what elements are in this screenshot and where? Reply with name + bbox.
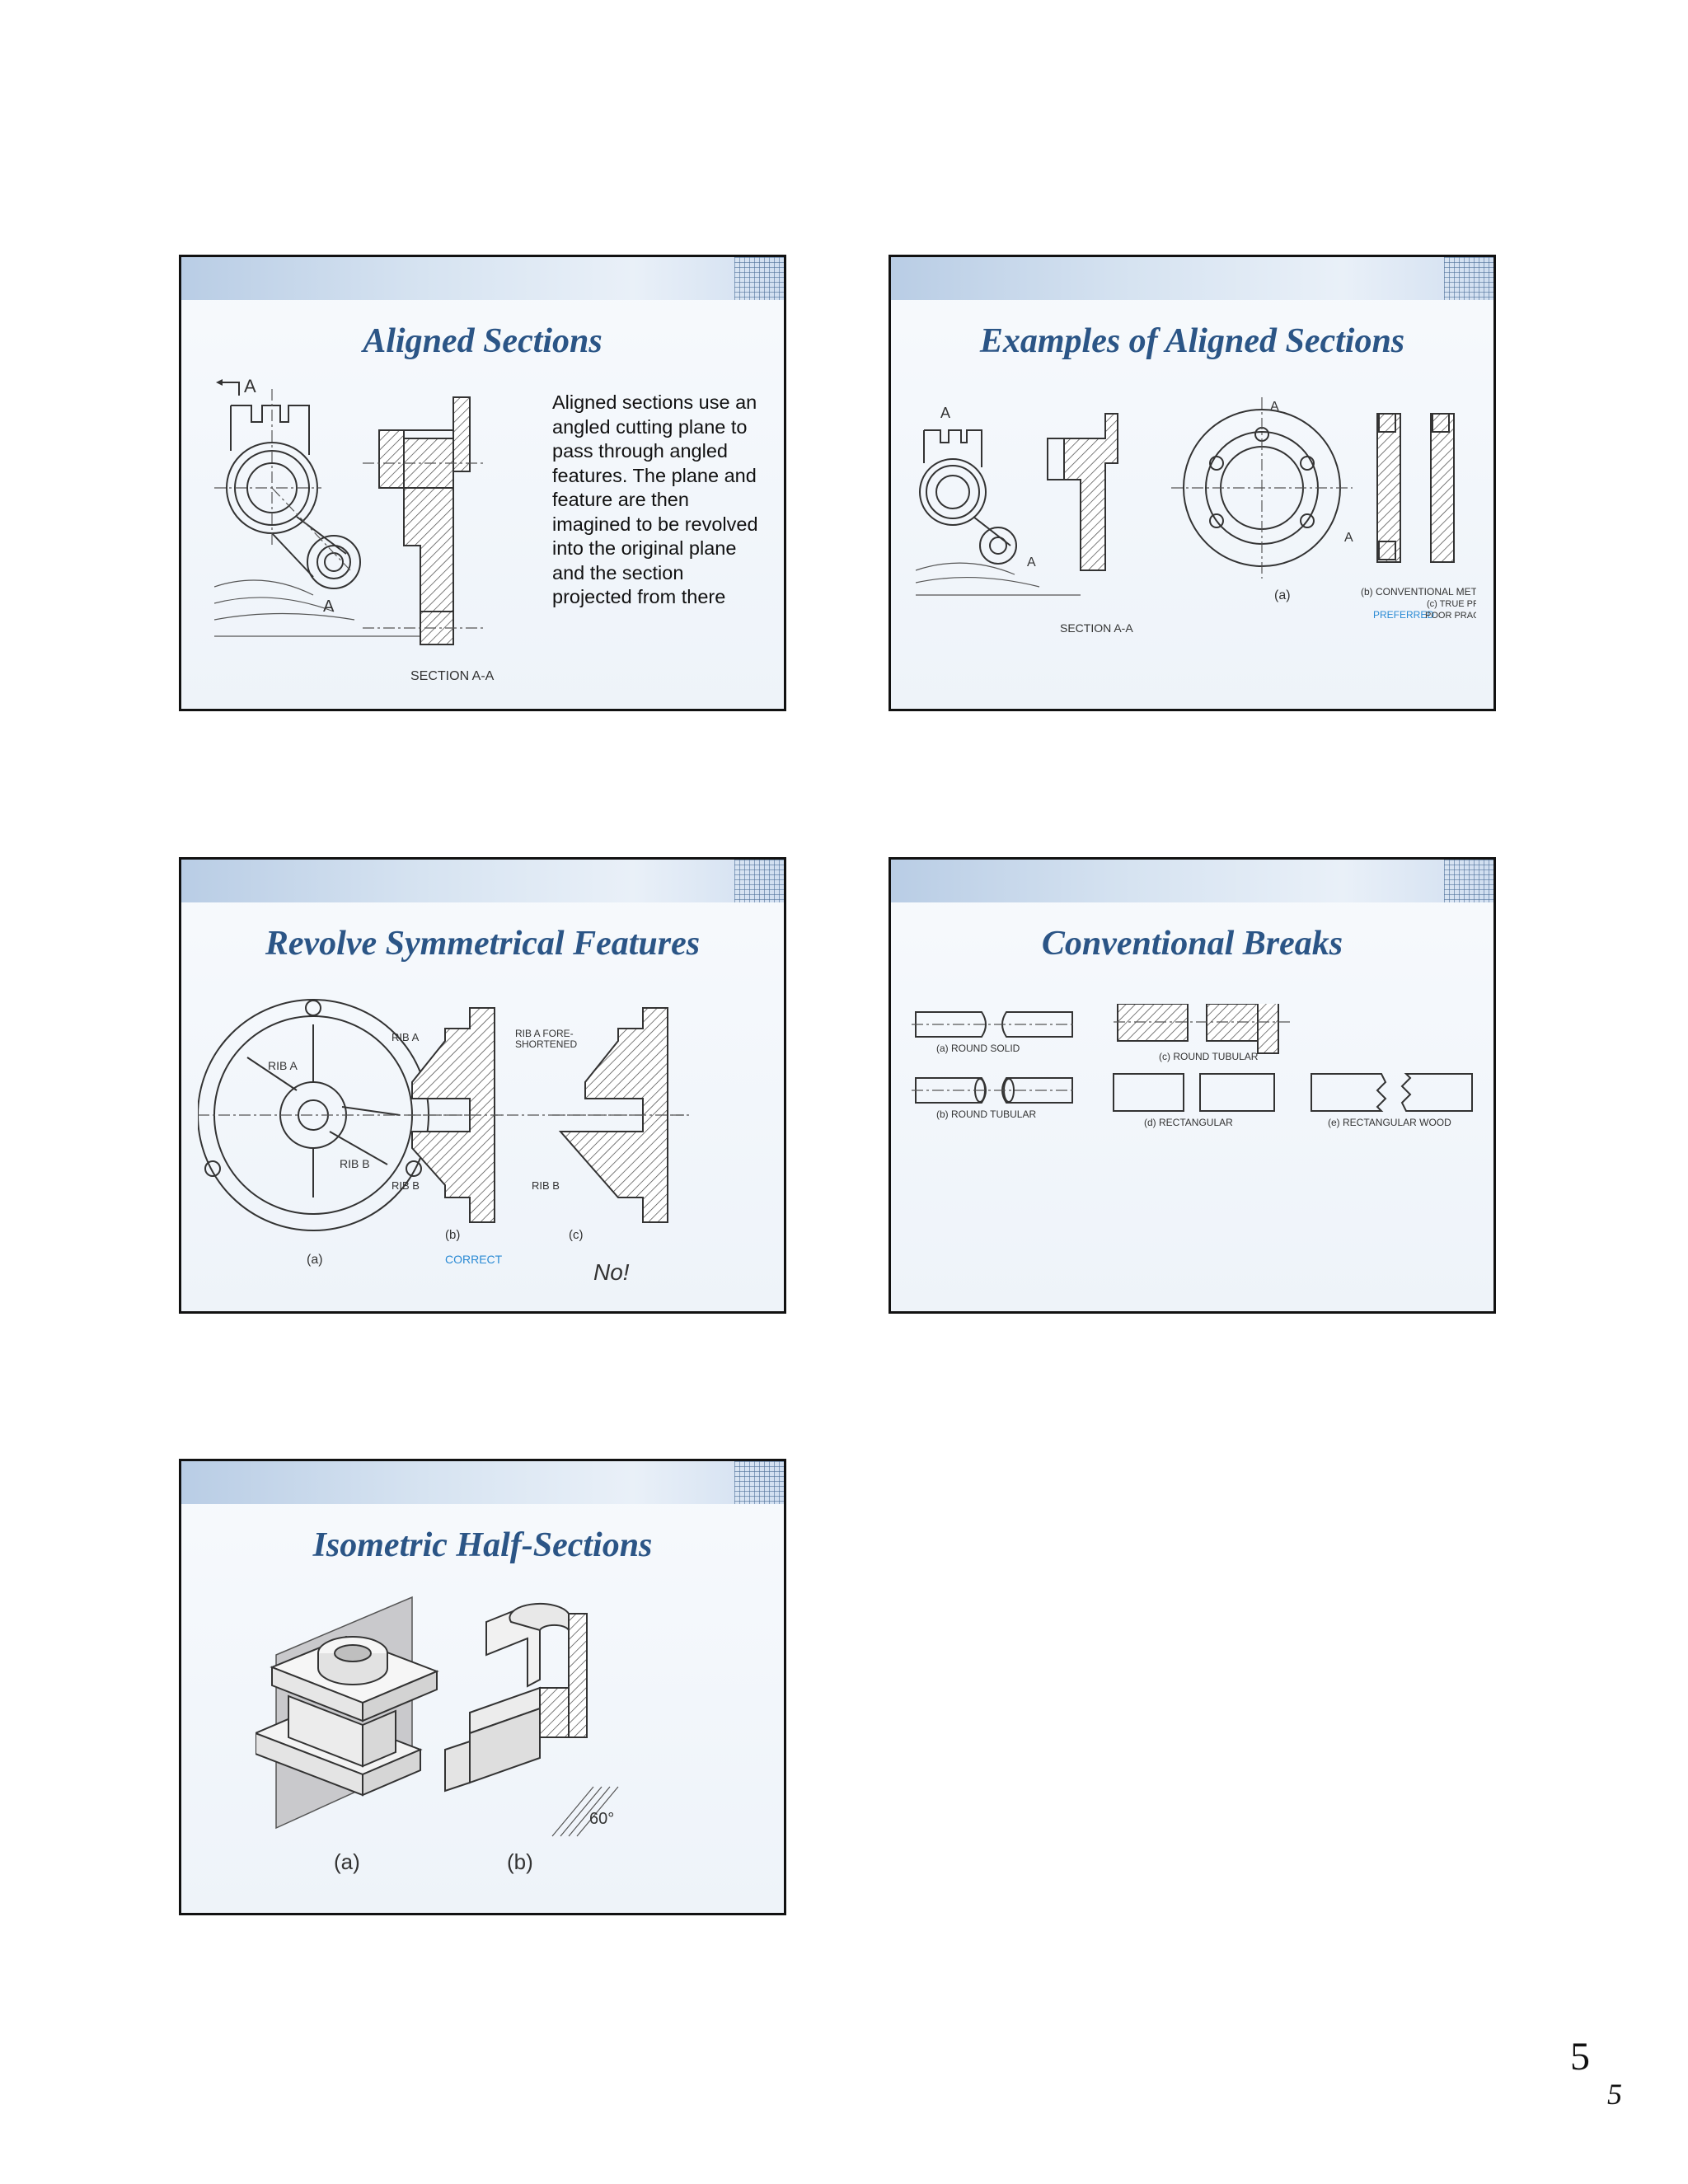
slide-body-text: Aligned sections use an angled cutting p… <box>552 391 758 607</box>
slide-title: Aligned Sections <box>363 322 603 360</box>
svg-text:RIB B: RIB B <box>392 1179 420 1192</box>
svg-text:A: A <box>1344 531 1353 545</box>
slide-header-band <box>891 860 1493 902</box>
svg-text:(b): (b) <box>445 1228 460 1242</box>
svg-text:SECTION A-A: SECTION A-A <box>410 669 495 683</box>
svg-text:(c): (c) <box>569 1228 584 1242</box>
revolve-features-drawing: RIB A RIB B (a) RIB A RIB B (b) CORRECT … <box>198 999 692 1285</box>
svg-text:(d) RECTANGULAR: (d) RECTANGULAR <box>1144 1117 1233 1128</box>
header-grid-decoration <box>1444 860 1493 902</box>
svg-text:A: A <box>940 405 950 421</box>
svg-text:A: A <box>1270 400 1279 414</box>
svg-text:(a): (a) <box>307 1253 323 1267</box>
svg-text:RIB A: RIB A <box>268 1059 298 1072</box>
slide-title: Revolve Symmetrical Features <box>265 925 701 963</box>
svg-text:RIB A: RIB A <box>392 1031 420 1043</box>
svg-text:A: A <box>1027 555 1036 569</box>
svg-text:SHORTENED: SHORTENED <box>515 1038 577 1050</box>
slide-header-band <box>891 257 1493 300</box>
svg-text:(b) ROUND TUBULAR: (b) ROUND TUBULAR <box>936 1108 1036 1120</box>
slide-isometric-half-sections: Isometric Half-Sections (a) 60° (b) <box>179 1459 786 1915</box>
slide-header-band <box>181 860 784 902</box>
svg-text:CORRECT: CORRECT <box>445 1253 503 1266</box>
svg-text:RIB B: RIB B <box>532 1179 560 1192</box>
svg-text:A: A <box>323 598 335 616</box>
svg-text:RIB A FORE-: RIB A FORE- <box>515 1028 574 1039</box>
slide-header-band <box>181 257 784 300</box>
svg-text:A: A <box>244 376 256 396</box>
page-number-italic: 5 <box>1607 2078 1622 2111</box>
slide-conventional-breaks: Conventional Breaks (a) ROUND SOLID (c) … <box>889 857 1496 1314</box>
svg-text:(a) ROUND SOLID: (a) ROUND SOLID <box>936 1043 1020 1054</box>
svg-text:POOR PRACTICE: POOR PRACTICE <box>1425 611 1476 621</box>
header-grid-decoration <box>734 1461 784 1504</box>
slide-title: Examples of Aligned Sections <box>979 322 1405 360</box>
svg-text:(c) TRUE PROJECTION: (c) TRUE PROJECTION <box>1427 599 1476 609</box>
page-number: 5 <box>1570 2035 1590 2079</box>
header-grid-decoration <box>1444 257 1493 300</box>
slide-aligned-sections: Aligned Sections A A SECTION A-A Aligned… <box>179 255 786 711</box>
svg-text:(a): (a) <box>334 1849 360 1874</box>
svg-text:(e) RECTANGULAR WOOD: (e) RECTANGULAR WOOD <box>1328 1117 1451 1128</box>
header-grid-decoration <box>734 257 784 300</box>
header-grid-decoration <box>734 860 784 902</box>
slide-examples-aligned-sections: Examples of Aligned Sections A A SECTION… <box>889 255 1496 711</box>
aligned-section-drawing: A A SECTION A-A <box>214 376 495 683</box>
isometric-half-sections-drawing: (a) 60° (b) <box>256 1596 619 1874</box>
slide-revolve-symmetrical: Revolve Symmetrical Features RIB A RIB B… <box>179 857 786 1314</box>
svg-text:RIB B: RIB B <box>340 1157 370 1170</box>
slide-title: Isometric Half-Sections <box>312 1526 653 1564</box>
slide-title: Conventional Breaks <box>1041 925 1343 963</box>
svg-text:(b) CONVENTIONAL METHOD: (b) CONVENTIONAL METHOD <box>1361 586 1476 598</box>
slide-header-band <box>181 1461 784 1504</box>
svg-text:(c) ROUND TUBULAR: (c) ROUND TUBULAR <box>1159 1051 1259 1062</box>
svg-text:No!: No! <box>593 1259 630 1285</box>
svg-text:(b): (b) <box>507 1849 533 1874</box>
svg-text:60°: 60° <box>589 1810 614 1828</box>
svg-text:PREFERRED: PREFERRED <box>1373 609 1434 621</box>
svg-text:(a): (a) <box>1274 588 1291 602</box>
conventional-breaks-drawing: (a) ROUND SOLID (c) ROUND TUBULAR (b) RO… <box>912 1004 1473 1128</box>
svg-text:SECTION A-A: SECTION A-A <box>1060 621 1133 635</box>
aligned-examples-drawing: A A SECTION A-A A A (a) (b) CONVENTIONAL… <box>916 397 1476 635</box>
